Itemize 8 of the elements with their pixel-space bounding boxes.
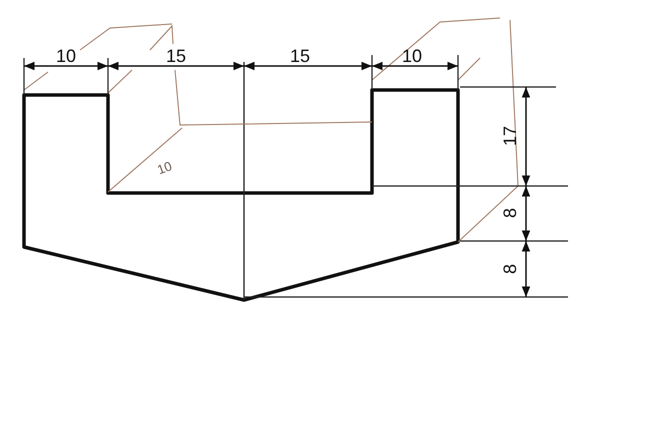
dimension-value: 10 [402, 46, 422, 66]
dimension-value: 8 [500, 264, 520, 274]
dimension-value: 10 [56, 46, 76, 66]
dimension-value: 15 [290, 46, 310, 66]
handwritten-dimension: 10 [155, 158, 174, 178]
dimension-value: 17 [500, 126, 520, 146]
dimension-value: 8 [500, 208, 520, 218]
dimension-value: 15 [166, 46, 186, 66]
